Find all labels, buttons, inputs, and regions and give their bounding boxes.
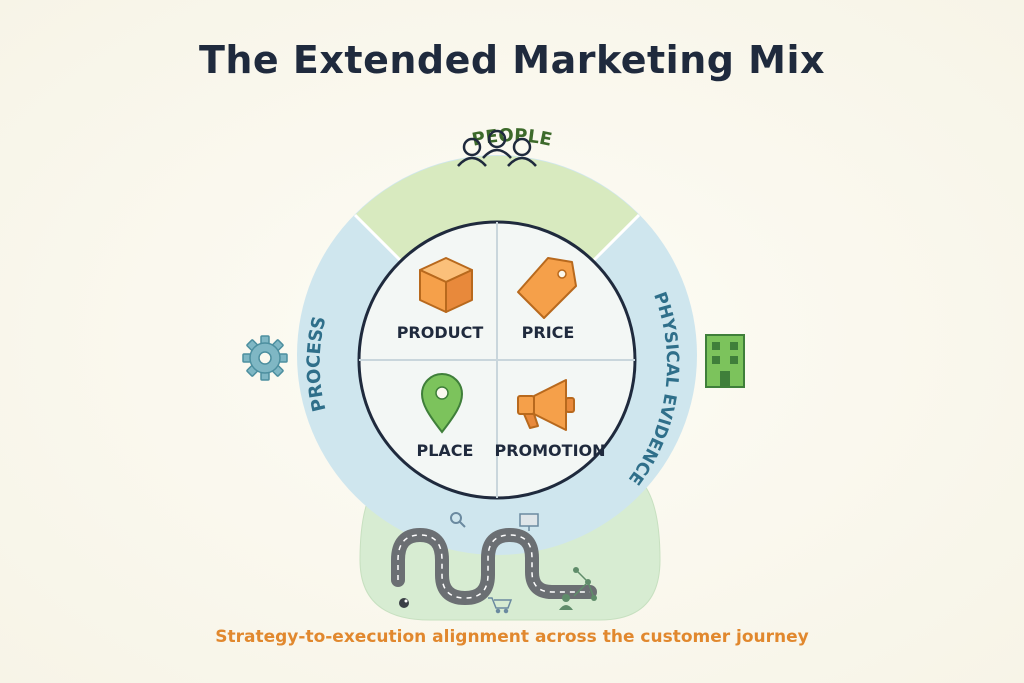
people-label: PEOPLE: [470, 125, 554, 151]
gear-icon: [242, 335, 288, 381]
person-network-icon: [559, 567, 597, 610]
box-icon: [419, 257, 473, 313]
ring-divider: [353, 213, 404, 264]
ring-divider: [590, 213, 641, 264]
people-segment: [355, 155, 639, 262]
winding-road-icon: [391, 528, 597, 605]
promotion-label: PROMOTION: [494, 441, 605, 460]
building-icon: [705, 334, 745, 388]
price-tag-icon: [517, 257, 577, 319]
megaphone-icon: [517, 379, 575, 431]
monitor-icon: [519, 513, 539, 531]
product-label: PRODUCT: [397, 323, 484, 342]
people-icon: [457, 129, 537, 167]
price-label: PRICE: [522, 323, 575, 342]
cart-icon: [488, 597, 513, 614]
place-label: PLACE: [417, 441, 474, 460]
magnifier-icon: [450, 512, 466, 528]
page-title: The Extended Marketing Mix: [198, 38, 826, 82]
page-subtitle: Strategy-to-execution alignment across t…: [215, 627, 809, 647]
eye-icon: [399, 598, 409, 608]
location-pin-icon: [420, 373, 464, 434]
